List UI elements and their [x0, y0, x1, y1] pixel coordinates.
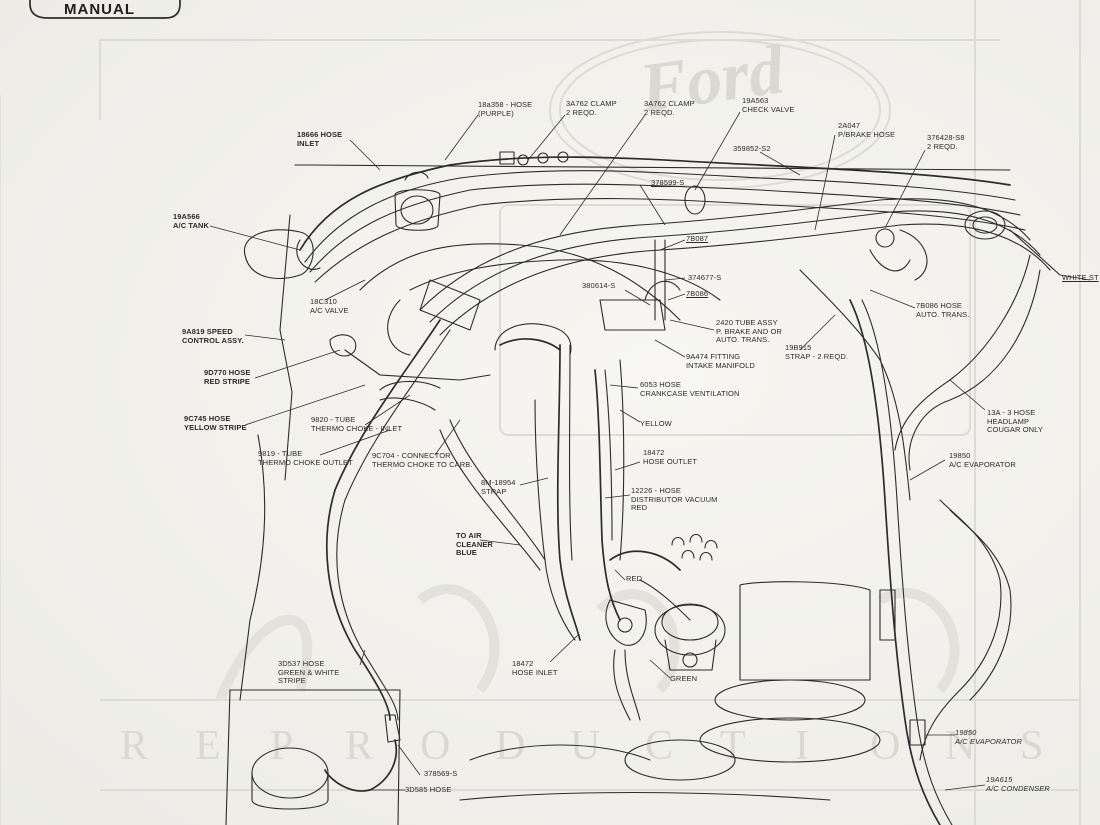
watermark-letter: O: [870, 723, 901, 769]
label-air-cleaner: TO AIR CLEANER BLUE: [456, 531, 493, 557]
label-hose-green-white: 3D537 HOSE GREEN & WHITE STRIPE: [278, 659, 340, 685]
ac-tank: [296, 171, 441, 270]
label-ac-evaporator-1: 19850 A/C EVAPORATOR: [949, 451, 1016, 469]
watermark-letter: N: [945, 723, 976, 769]
label-ac-tank: 19A566 A/C TANK: [173, 212, 210, 230]
label-white-st: WHITE ST: [1062, 273, 1099, 282]
label-hose-red-stripe: 9D770 HOSE RED STRIPE: [204, 368, 251, 386]
label-dist-vacuum: 12226 - HOSE DISTRIBUTOR VACUUM RED: [631, 486, 718, 512]
label-clamp-2: 3A762 CLAMP 2 REQD.: [644, 99, 695, 117]
label-thermo-choke-outlet: 9819 - TUBE THERMO CHOKE OUTLET: [258, 449, 353, 467]
hose-3d537: [251, 319, 451, 810]
label-hose-inlet-top: 18666 HOSE INLET: [297, 130, 343, 148]
watermark-letter: R: [345, 723, 374, 769]
label-check-valve: 19A563 CHECK VALVE: [742, 96, 795, 114]
watermark-letter: S: [1020, 723, 1044, 769]
label-hose-yellow-stripe: 9C745 HOSE YELLOW STRIPE: [184, 414, 247, 432]
watermark-letter: D: [495, 723, 526, 769]
leader-lines: [209, 111, 1091, 791]
label-part-374677: 374677-S: [688, 273, 722, 282]
label-pbrake-hose: 2A047 P/BRAKE HOSE: [838, 121, 896, 139]
label-yellow: YELLOW: [640, 419, 672, 428]
watermark-letter: R: [120, 723, 149, 769]
label-part-380614: 380614-S: [582, 281, 616, 290]
right-hoses: [799, 229, 1061, 825]
label-connector: 9C704 - CONNECTOR THERMO CHOKE TO CARB.: [372, 451, 473, 469]
label-strap: 8M-18954 STRAP: [481, 478, 516, 496]
hose-bundle-top: [299, 156, 1051, 336]
label-part-7b087: 7B087: [686, 234, 709, 243]
watermark-letter: O: [420, 723, 451, 769]
distributor: [605, 550, 726, 721]
watermark-letter: P: [270, 723, 294, 769]
label-tube-assy: 2420 TUBE ASSY P. BRAKE AND OR AUTO. TRA…: [716, 318, 782, 344]
label-part-378569: 378569-S: [424, 769, 458, 778]
pcv-hoses: [439, 344, 625, 641]
watermark-letter: I: [795, 723, 809, 769]
label-hose-inlet-bottom: 18472 HOSE INLET: [512, 659, 558, 677]
label-clamp-1: 3A762 CLAMP 2 REQD.: [566, 99, 617, 117]
label-ac-condenser: 19A615 A/C CONDENSER: [986, 775, 1050, 793]
label-part-359852: 359852-S2: [733, 144, 771, 153]
label-part-7b086: 7B086: [686, 289, 709, 298]
label-part-378599: 378599-S: [651, 178, 685, 187]
watermark-letter: C: [645, 723, 674, 769]
label-speed-control: 9A819 SPEED CONTROL ASSY.: [182, 327, 244, 345]
label-part-376428: 376428-S8 2 REQD.: [927, 133, 965, 151]
label-green: GREEN: [670, 674, 698, 683]
label-hose-3d585: 3D585 HOSE: [405, 785, 452, 794]
label-thermo-choke-inlet: 9820 - TUBE THERMO CHOKE - INLET: [311, 415, 403, 433]
left-fender: [225, 164, 1011, 825]
label-hose-outlet: 18472 HOSE OUTLET: [643, 448, 698, 466]
clamp-symbols: [671, 533, 718, 561]
top-fittings: [499, 151, 1006, 281]
label-ac-evaporator-2: 19850 A/C EVAPORATOR: [955, 728, 1022, 746]
label-fitting: 9A474 FITTING INTAKE MANIFOLD: [686, 352, 755, 370]
label-headlamp: 13A - 3 HOSE HEADLAMP COUGAR ONLY: [987, 408, 1043, 434]
watermark-letter: E: [195, 723, 221, 769]
label-hose-auto-trans: 7B086 HOSE AUTO. TRANS.: [916, 301, 970, 319]
label-strap-2: 19B915 STRAP - 2 REQD.: [785, 343, 849, 361]
manual-header-label: MANUAL: [64, 1, 135, 18]
watermark-letter: T: [720, 723, 746, 769]
carburetor-area: [329, 239, 681, 411]
label-ac-valve: 18C310 A/C VALVE: [310, 297, 349, 315]
label-red: RED: [626, 574, 643, 583]
engine-block-bottom: [459, 581, 881, 801]
label-hose-purple: 18a358 - HOSE (PURPLE): [478, 100, 533, 118]
label-crankcase: 6053 HOSE CRANKCASE VENTILATION: [640, 380, 740, 398]
